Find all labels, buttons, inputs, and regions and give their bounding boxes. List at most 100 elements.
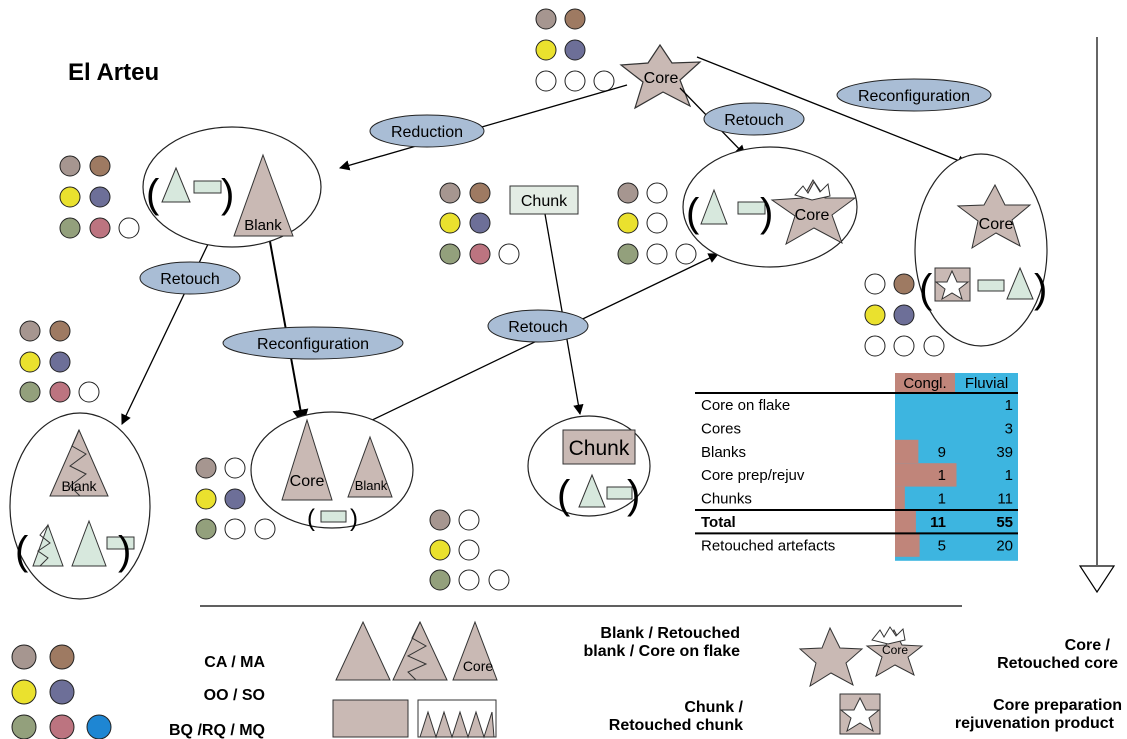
- sequence-arrow-head: [1078, 565, 1116, 594]
- legend-dot-bq: [11, 714, 37, 739]
- raw-material-dots-core-on-flake: [195, 457, 276, 540]
- arrow-reconfiguration-core: [696, 56, 968, 166]
- chunk-node: Chunk ( ): [527, 415, 651, 517]
- table-congl-bar: [895, 510, 916, 534]
- process-arrows: [121, 56, 968, 448]
- label-reconfiguration-mid: Reconfiguration: [222, 326, 404, 360]
- legend-core-prep: Core preparation rejuvenation product: [839, 693, 1122, 735]
- raw-material-dots-retouched-core: [617, 182, 697, 265]
- legend-retouched-core-icon: [865, 628, 924, 678]
- table-header-congl: Congl.: [903, 375, 946, 392]
- arrow-reduction: [339, 84, 628, 171]
- table-header-congl-bg: [895, 373, 955, 393]
- retouched-blank-node: Blank ( ): [9, 412, 151, 600]
- legend-raw-materials: CA / MA OO / SO BQ /RQ / MQ: [11, 644, 265, 739]
- table-header-fluvial: Fluvial: [965, 375, 1008, 392]
- table-cell-fluvial: 1: [1005, 397, 1013, 414]
- table-row-label: Retouched artefacts: [701, 537, 835, 554]
- legend-label-bq-rq-mq: BQ /RQ / MQ: [169, 722, 265, 739]
- legend-label-oo-so: OO / SO: [204, 687, 265, 704]
- legend-dot-oo: [11, 679, 37, 705]
- paren-close: ): [221, 172, 234, 216]
- table-row-label: Chunks: [701, 491, 752, 508]
- raw-material-dots-retouched-blank: [19, 320, 100, 403]
- table-cell-congl: 1: [938, 491, 946, 508]
- table-cell-fluvial: 11: [997, 491, 1013, 508]
- table-congl-bar: [895, 533, 920, 557]
- legend-dot-ca: [11, 644, 37, 670]
- table-cell-congl: 1: [938, 467, 946, 484]
- legend-core-on-flake-icon: [452, 620, 498, 681]
- svg-text:Blank / Retouched: Blank / Retouched: [600, 625, 740, 642]
- label-reconfiguration-top: Reconfiguration: [836, 78, 992, 112]
- raw-material-dots-chunk-retouched: [429, 509, 510, 591]
- table-cell-fluvial: 1: [1005, 467, 1013, 484]
- svg-text:Core: Core: [882, 643, 908, 657]
- svg-text:): ): [350, 505, 358, 532]
- svg-text:Blank: Blank: [61, 478, 97, 494]
- table-cell-congl: 9: [938, 444, 946, 461]
- svg-text:Reduction: Reduction: [391, 124, 463, 141]
- table-row-label: Core on flake: [701, 397, 790, 414]
- svg-text:Chunk: Chunk: [521, 193, 568, 210]
- blank-node-label: Blank: [244, 217, 282, 234]
- legend-core-icon: [798, 626, 864, 688]
- table-congl-bar: [895, 463, 957, 487]
- site-title: El Arteu: [68, 59, 159, 86]
- svg-text:Core: Core: [979, 216, 1014, 233]
- table-header-fluvial-bg: [955, 373, 1018, 393]
- svg-text:Reconfiguration: Reconfiguration: [858, 88, 970, 105]
- svg-text:): ): [1034, 267, 1047, 311]
- svg-text:): ): [627, 473, 640, 517]
- core-top-label: Core: [644, 70, 679, 87]
- svg-text:(: (: [686, 191, 700, 235]
- legend-blanks: Core Blank / Retouched blank / Core on f…: [335, 620, 741, 681]
- legend-chunks: Chunk / Retouched chunk: [332, 699, 744, 739]
- svg-text:(: (: [307, 505, 315, 532]
- blank-node: ( ) Blank: [142, 126, 322, 248]
- svg-text:blank / Core on flake: blank / Core on flake: [584, 643, 741, 660]
- legend-chunk-icon: [332, 699, 409, 738]
- table-cell-congl: 5: [938, 537, 946, 554]
- legend-cores: Core Core / Retouched core: [798, 626, 1118, 688]
- svg-text:Reconfiguration: Reconfiguration: [257, 336, 369, 353]
- legend-dot-ma: [49, 644, 75, 670]
- table-row-label: Total: [701, 514, 736, 531]
- raw-material-dots-core-prep: [864, 273, 945, 357]
- svg-text:): ): [118, 529, 131, 573]
- legend-dot-so: [49, 679, 75, 705]
- svg-text:(: (: [557, 473, 571, 517]
- svg-text:Retouch: Retouch: [160, 271, 220, 288]
- raw-material-dots-core-top: [535, 8, 615, 92]
- table-cell-fluvial: 39: [996, 444, 1013, 461]
- raw-material-dots-blank: [59, 155, 140, 239]
- svg-text:Retouch: Retouch: [724, 112, 784, 129]
- raw-material-dots-chunk: [439, 182, 520, 265]
- paren-open: (: [146, 172, 160, 216]
- table-row-label: Core prep/rejuv: [701, 467, 805, 484]
- svg-text:): ): [760, 191, 773, 235]
- svg-text:Core: Core: [795, 207, 830, 224]
- svg-text:Core: Core: [290, 473, 325, 490]
- legend-label-ca-ma: CA / MA: [204, 654, 265, 671]
- svg-text:Retouched chunk: Retouched chunk: [609, 717, 743, 734]
- core-on-flake-node: Core Blank ( ): [250, 411, 414, 532]
- core-prep-node: Core ( ): [914, 153, 1048, 347]
- legend-dot-mq: [86, 714, 112, 739]
- legend-blank-icon: [335, 620, 391, 681]
- table-row-label: Blanks: [701, 444, 746, 461]
- table-congl-bar: [895, 439, 919, 464]
- svg-text:Core preparation: Core preparation: [993, 697, 1122, 714]
- arrow-reconfiguration-blank: [266, 224, 309, 426]
- label-reduction: Reduction: [369, 114, 485, 148]
- svg-text:(: (: [15, 529, 29, 573]
- label-retouch-top: Retouch: [703, 102, 805, 136]
- table-cell-fluvial: 20: [996, 537, 1013, 554]
- svg-text:Retouched core: Retouched core: [997, 655, 1118, 672]
- table-cell-congl: 11: [930, 514, 946, 531]
- svg-text:Core /: Core /: [1065, 637, 1111, 654]
- svg-text:(: (: [919, 267, 933, 311]
- table-cell-fluvial: 55: [996, 514, 1013, 531]
